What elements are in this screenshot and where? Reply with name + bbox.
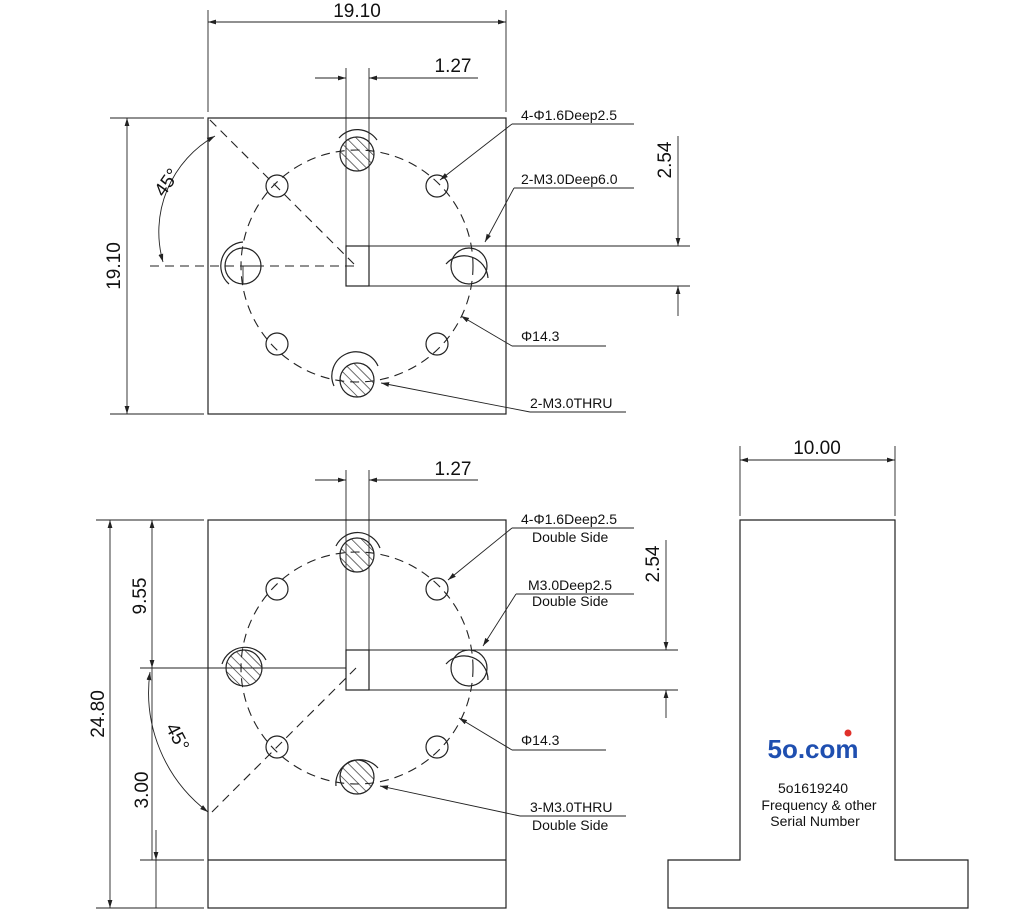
note-small-holes-sub: Double Side — [532, 529, 608, 545]
note-thru-holes: 2-M3.0THRU — [530, 395, 612, 411]
small-hole — [265, 577, 289, 601]
note-side-threads: 2-M3.0Deep6.0 — [521, 171, 618, 187]
small-hole — [265, 174, 289, 198]
offset-dim-text: 2.54 — [643, 545, 664, 582]
thread-hole — [450, 247, 488, 285]
small-hole — [425, 735, 449, 759]
note-circle-dia: Φ14.3 — [521, 732, 560, 748]
small-hole — [265, 735, 289, 759]
serial-number: 5o1619240 — [778, 780, 848, 796]
label-line1: Frequency & other — [761, 797, 877, 813]
thru-hole — [339, 136, 375, 172]
angle-text: 45° — [161, 720, 193, 755]
thru-hole — [225, 649, 263, 687]
small-hole — [425, 332, 449, 356]
note-thru-holes: 3-M3.0THRU — [530, 799, 612, 815]
width-dim-text: 10.00 — [793, 438, 841, 459]
slot-dim-text: 1.27 — [435, 56, 472, 77]
angle-text: 45° — [151, 165, 185, 201]
bottom-view-body — [207, 519, 507, 909]
brand-logo: 5o.com — [767, 729, 859, 764]
note-circle-dia: Φ14.3 — [521, 328, 560, 344]
height-dim-text: 24.80 — [88, 690, 109, 738]
thru-hole — [339, 362, 375, 398]
slot-dim-text: 1.27 — [435, 459, 472, 480]
small-hole — [425, 174, 449, 198]
top-view: 19.10 1.27 19.10 45° 2.54 — [104, 1, 690, 415]
height-dim-text: 19.10 — [104, 242, 125, 290]
thru-hole — [339, 537, 375, 573]
width-dim-text: 19.10 — [333, 1, 381, 22]
logo-dot — [844, 729, 852, 737]
label-line2: Serial Number — [770, 813, 860, 829]
side-view-body — [667, 519, 969, 909]
note-small-holes: 4-Φ1.6Deep2.5 — [521, 107, 617, 123]
note-side-thread-sub: Double Side — [532, 593, 608, 609]
top-view-body — [207, 117, 507, 415]
small-hole — [265, 332, 289, 356]
side-view: 10.00 5o.com 5o1619240 Frequency & other… — [667, 438, 969, 909]
svg-text:5o.com: 5o.com — [767, 734, 858, 764]
note-small-holes: 4-Φ1.6Deep2.5 — [521, 511, 617, 527]
offset-dim-text: 2.54 — [655, 141, 676, 178]
small-hole — [425, 577, 449, 601]
note-thru-holes-sub: Double Side — [532, 817, 608, 833]
bottom-view: 1.27 24.80 9.55 3.00 45° 2.54 — [88, 459, 678, 909]
upper-dim-text: 9.55 — [130, 578, 151, 615]
note-side-thread: M3.0Deep2.5 — [528, 577, 612, 593]
thread-hole — [450, 649, 488, 687]
lower-dim-text: 3.00 — [132, 772, 153, 809]
